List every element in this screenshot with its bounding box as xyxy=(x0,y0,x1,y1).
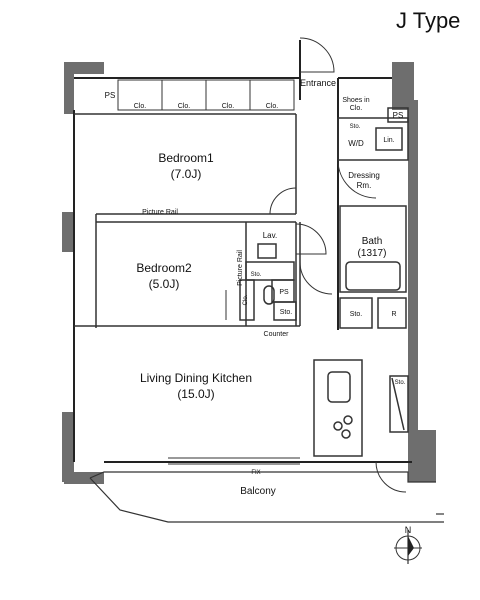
balcony-label: Balcony xyxy=(240,486,276,497)
washer-dryer-label: W/D xyxy=(348,139,364,148)
dressing-label-2: Rm. xyxy=(357,181,372,190)
dressing-label-1: Dressing xyxy=(348,171,380,180)
ps-label-right: PS xyxy=(393,111,404,120)
counter-label: Counter xyxy=(264,331,290,338)
ps-label-mid: PS xyxy=(279,289,289,296)
ldk-name: Living Dining Kitchen xyxy=(140,371,252,385)
storage-label-wd: Sto. xyxy=(350,124,361,130)
bedroom1-name: Bedroom1 xyxy=(158,151,214,165)
bedroom2-name: Bedroom2 xyxy=(136,261,192,275)
ps-label-left: PS xyxy=(105,91,116,100)
plan-title: J Type xyxy=(396,8,461,33)
bath-name: Bath xyxy=(362,236,383,247)
shoes-label-1: Shoes in xyxy=(342,97,369,104)
entrance-label: Entrance xyxy=(300,78,336,88)
bedroom1-walls xyxy=(74,113,297,328)
closet-label-small: Clo. xyxy=(243,294,249,305)
linen-label: Lin. xyxy=(383,137,394,144)
compass-icon: N xyxy=(394,525,422,564)
shoes-label-2: Clo. xyxy=(350,105,363,112)
closet-label-4: Clo. xyxy=(266,103,279,110)
balcony-window xyxy=(168,457,300,465)
doors xyxy=(225,37,407,493)
picture-rail-label-1: Picture Rail xyxy=(142,209,178,216)
closet-label-3: Clo. xyxy=(222,103,235,110)
kitchen-counter xyxy=(313,359,409,457)
storage-label-bath: Sto. xyxy=(350,311,363,318)
wet-area-walls xyxy=(239,107,409,329)
fix-label: FIX xyxy=(251,470,260,476)
closet-label-2: Clo. xyxy=(178,103,191,110)
closet-label-1: Clo. xyxy=(134,103,147,110)
closet-row xyxy=(117,79,295,111)
bath-size: (1317) xyxy=(358,248,387,259)
storage-label-mid: Sto. xyxy=(280,309,293,316)
north-label: N xyxy=(405,525,412,535)
storage-label-kitchen: Sto. xyxy=(395,380,406,386)
ldk-size: (15.0J) xyxy=(177,387,214,401)
refrigerator-label: R xyxy=(391,311,396,318)
storage-label-lav: Sto. xyxy=(251,272,262,278)
outer-walls xyxy=(62,62,436,484)
bedroom1-size: (7.0J) xyxy=(171,167,202,181)
bedroom2-size: (5.0J) xyxy=(149,277,180,291)
lavatory-label: Lav. xyxy=(263,231,278,240)
balcony-outline xyxy=(89,471,444,523)
picture-rail-label-2: Picture Rail xyxy=(237,250,244,286)
